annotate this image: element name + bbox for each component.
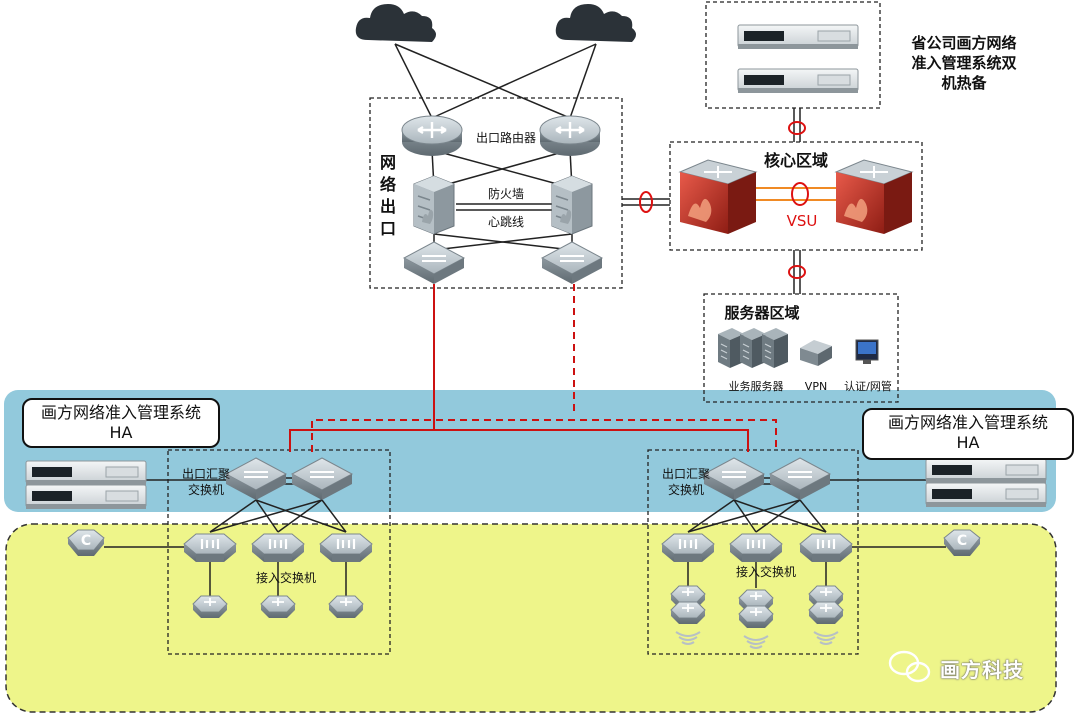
server-zone-label: 服务器区域 (724, 304, 799, 322)
egress-zone-char-3: 出 (380, 197, 396, 216)
business-server-3-icon (761, 327, 789, 369)
right-site-box (647, 449, 859, 655)
firewall-label: 防火墙 (488, 186, 524, 201)
egress-zone-label: 网 络 出 口 (380, 153, 396, 238)
auth-netmgmt-monitor-icon (855, 339, 879, 364)
right-nac-server-1-icon (925, 458, 1047, 484)
server-zone-box (703, 293, 899, 403)
internet-cloud-right-icon (555, 4, 636, 42)
vsu-links (748, 187, 842, 201)
left-access-switch-label: 接入交换机 (256, 570, 316, 585)
watermark-brand: 画方科技 (940, 658, 1024, 682)
vpn-label: VPN (805, 380, 827, 393)
right-access-switch-1-icon (660, 532, 716, 564)
left-agg-label-line2: 交换机 (188, 482, 224, 497)
nac-ha-right-callout: 画方网络准入管理系统 HA (862, 408, 1074, 460)
left-ap-3-icon (328, 595, 364, 619)
core-switch-left-icon (679, 159, 757, 235)
nac-ha-left-callout: 画方网络准入管理系统 HA (22, 398, 220, 448)
nac-ha-left-line1: 画方网络准入管理系统 (40, 403, 201, 422)
provincial-nac-label-line2: 准入管理系统双 (911, 54, 1016, 72)
right-ap-2b-icon (738, 605, 774, 629)
provincial-nac-label: 省公司画方网络 准入管理系统双 机热备 (910, 34, 1016, 92)
provincial-nac-label-line3: 机热备 (941, 74, 987, 92)
provincial-nac-server-2-icon (737, 68, 859, 94)
nac-ha-left-line2: HA (109, 423, 133, 442)
right-access-switch-3-icon (798, 532, 854, 564)
access-zone (5, 523, 1057, 713)
egress-zone-char-2: 络 (380, 175, 396, 194)
left-agg-switch-label: 出口汇聚 交换机 (182, 467, 230, 497)
egress-router-right-icon (538, 114, 602, 158)
core-zone-box (669, 141, 923, 251)
egress-router-left-icon (400, 114, 464, 158)
firewall-left-icon (413, 175, 455, 235)
vpn-device-icon (800, 340, 832, 366)
firewall-right-icon (551, 175, 593, 235)
egress-zone-box (369, 97, 623, 289)
left-ap-2-icon (260, 595, 296, 619)
left-nac-server-2-icon (25, 484, 147, 510)
right-nac-server-2-icon (925, 482, 1047, 508)
business-servers-label: 业务服务器 (729, 380, 784, 393)
right-ap-1b-icon (670, 601, 706, 625)
red-links (289, 284, 749, 452)
left-access-switch-3-icon (318, 532, 374, 564)
vsu-label: VSU (787, 212, 818, 230)
heartbeat-line-label: 心跳线 (488, 215, 524, 229)
right-access-switch-label: 接入交换机 (736, 564, 796, 579)
provincial-nac-box (705, 1, 881, 109)
wechat-logo-icon (888, 650, 931, 683)
left-agg-label-line1: 出口汇聚 (182, 467, 230, 481)
left-ap-1-icon (192, 595, 228, 619)
uplink-lines (104, 43, 946, 598)
egress-router-label: 出口路由器 (476, 130, 536, 145)
red-dashed-links (311, 284, 777, 452)
right-access-switch-2-icon (728, 532, 784, 564)
right-ap-3b-icon (808, 601, 844, 625)
internet-cloud-left-icon (355, 4, 436, 42)
right-agg-label-line2: 交换机 (668, 482, 704, 497)
auth-netmgmt-label: 认证/网管 (844, 379, 892, 393)
core-zone-label: 核心区域 (764, 151, 828, 170)
link-aggregation-markers (639, 121, 809, 279)
provincial-nac-label-line1: 省公司画方网络 (910, 34, 1016, 52)
egress-zone-char-4: 口 (380, 219, 396, 238)
right-agg-switch-label: 出口汇聚 交换机 (662, 467, 710, 497)
core-switch-right-icon (835, 159, 913, 235)
provincial-nac-server-1-icon (737, 24, 859, 50)
left-site-box (167, 449, 391, 655)
left-access-switch-1-icon (182, 532, 238, 564)
nac-ha-right-line1: 画方网络准入管理系统 (887, 413, 1048, 432)
left-nac-server-1-icon (25, 460, 147, 486)
left-access-switch-2-icon (250, 532, 306, 564)
egress-zone-char-1: 网 (380, 153, 396, 172)
nac-ha-right-line2: HA (956, 433, 980, 452)
right-agg-label-line1: 出口汇聚 (662, 467, 710, 481)
